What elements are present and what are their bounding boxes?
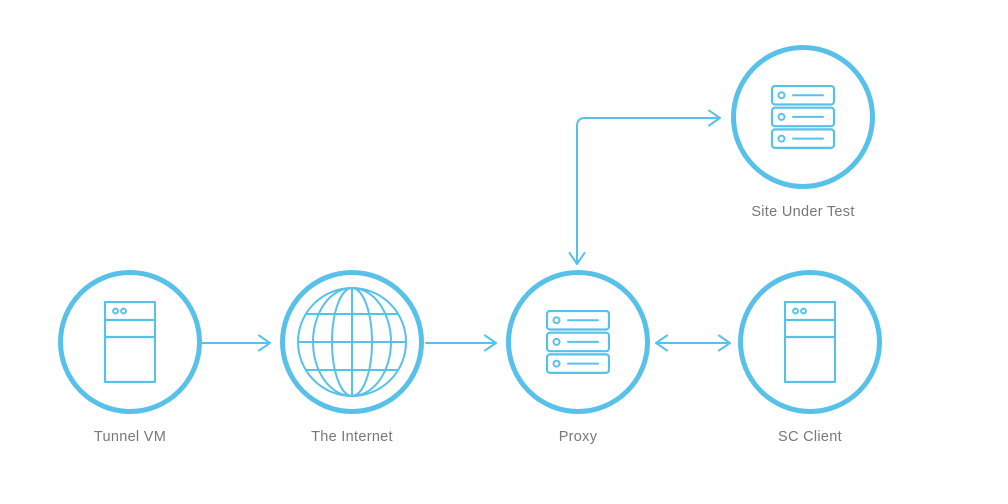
site-under-test-circle [731, 45, 875, 189]
node-label-the-internet: The Internet [311, 429, 393, 445]
sc-client-circle [738, 270, 882, 414]
node-proxy: Proxy [506, 270, 650, 445]
node-tunnel-vm: Tunnel VM [58, 270, 202, 445]
server-stack-icon [770, 85, 836, 149]
tower-server-icon [104, 301, 156, 383]
globe-icon [297, 287, 407, 397]
node-sc-client: SC Client [738, 270, 882, 445]
proxy-circle [506, 270, 650, 414]
edge-tunnel-vm-to-internet [200, 334, 271, 352]
edge-proxy-sc-client-bidirectional [655, 334, 731, 352]
the-internet-circle [280, 270, 424, 414]
server-stack-icon [546, 310, 610, 374]
node-label-proxy: Proxy [558, 429, 598, 445]
node-label-sc-client: SC Client [778, 429, 842, 445]
edge-proxy-site-under-test-elbow [568, 109, 721, 265]
node-label-tunnel-vm: Tunnel VM [93, 429, 167, 445]
node-label-site-under-test: Site Under Test [751, 204, 855, 220]
edge-internet-to-proxy [425, 334, 497, 352]
node-site-under-test: Site Under Test [731, 45, 875, 220]
tunnel-vm-circle [58, 270, 202, 414]
tower-server-icon [784, 301, 836, 383]
node-the-internet: The Internet [280, 270, 424, 445]
